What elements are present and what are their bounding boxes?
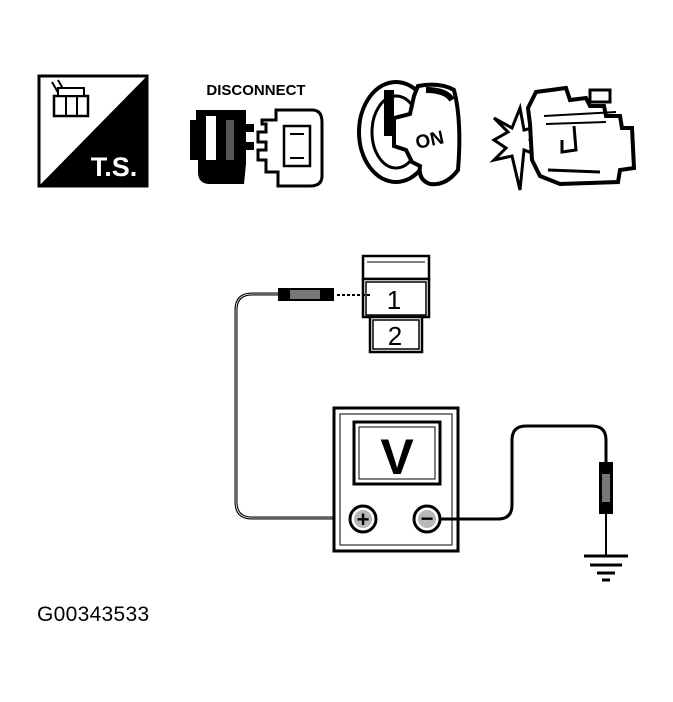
disconnect-icon: DISCONNECT bbox=[190, 82, 324, 188]
figure-id: G00343533 bbox=[37, 603, 150, 626]
voltmeter-symbol: V bbox=[380, 429, 414, 485]
voltmeter: V + − bbox=[332, 406, 460, 553]
voltmeter-display bbox=[352, 420, 442, 486]
ts-label: T.S. bbox=[91, 152, 138, 182]
negative-terminal-symbol: − bbox=[421, 506, 434, 531]
engine-icon bbox=[489, 85, 637, 191]
connector: 1 2 bbox=[361, 254, 431, 354]
pin-2-label: 2 bbox=[388, 321, 402, 351]
pin-1-label: 1 bbox=[387, 285, 401, 315]
ignition-key-icon: ON bbox=[357, 80, 462, 187]
positive-terminal-symbol: + bbox=[357, 507, 370, 532]
ground-icon bbox=[584, 554, 628, 582]
disconnect-label: DISCONNECT bbox=[206, 82, 305, 99]
negative-test-lead bbox=[440, 424, 613, 556]
mini-connector-icon bbox=[51, 79, 90, 118]
positive-test-lead bbox=[234, 288, 370, 520]
ts-icon: T.S. bbox=[37, 74, 149, 188]
